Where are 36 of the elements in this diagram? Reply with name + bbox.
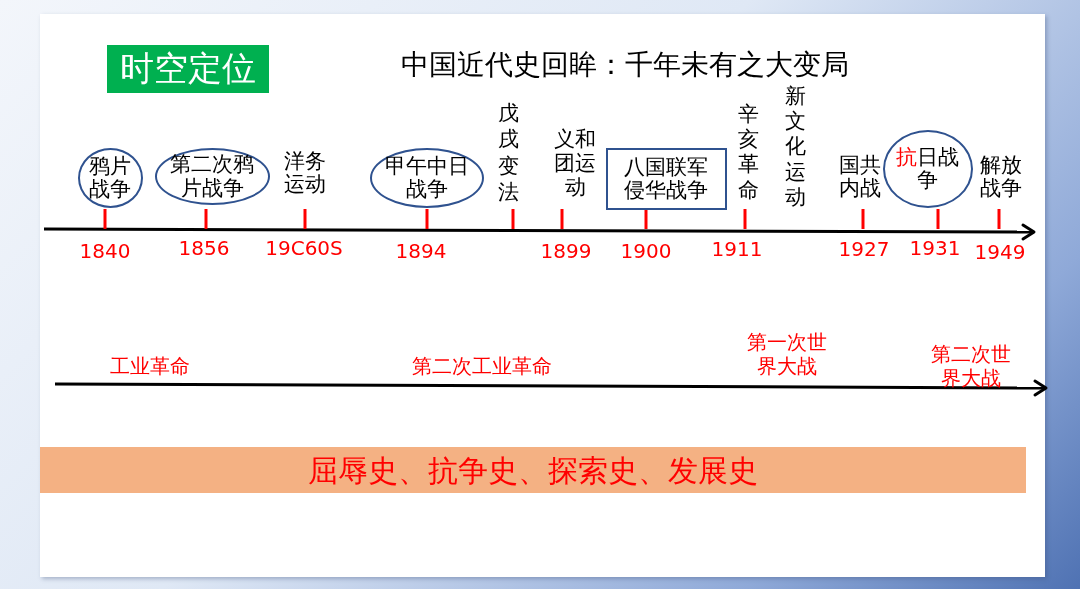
- event-label: 新文化运动: [784, 84, 808, 210]
- event-label: 抗日战争: [895, 145, 961, 193]
- event-label: 戊戌变法: [497, 100, 521, 205]
- year-label: 1899: [540, 240, 592, 262]
- event-label: 鸦片战争: [88, 154, 133, 202]
- event-label: 国共内战: [838, 154, 883, 201]
- year-label: 1840: [79, 240, 131, 262]
- year-label: 1911: [711, 238, 763, 260]
- event-ellipse: [155, 148, 270, 205]
- era-label: 第一次世界大战: [746, 330, 828, 378]
- event-ellipse: [883, 130, 973, 208]
- year-label: 1900: [620, 240, 672, 262]
- era-label: 第二次世界大战: [930, 342, 1012, 390]
- title: 中国近代史回眸：千年未有之大变局: [400, 47, 850, 83]
- event-label: 八国联军侵华战争: [623, 155, 710, 203]
- event-box: [606, 148, 727, 210]
- event-label: 甲午中日战争: [384, 154, 470, 202]
- year-label: 1894: [395, 240, 447, 262]
- event-ellipse: [370, 148, 484, 208]
- year-label: 1856: [178, 237, 230, 259]
- banner-text: 屈辱史、抗争史、探索史、发展史: [308, 453, 758, 487]
- era-label: 第二次工业革命: [411, 355, 553, 378]
- year-label: 1949: [974, 241, 1026, 263]
- year-label: 19C60S: [265, 237, 343, 259]
- event-label: 洋务运动: [283, 150, 328, 197]
- summary-banner: [40, 447, 1026, 493]
- event-label: 辛亥革命: [737, 102, 761, 203]
- year-label: 1927: [838, 238, 890, 260]
- event-label: 第二次鸦片战争: [169, 153, 256, 200]
- section-badge: [107, 45, 269, 93]
- era-label: 工业革命: [109, 355, 191, 378]
- year-label: 1931: [909, 237, 961, 259]
- event-label: 义和团运动: [553, 127, 598, 200]
- badge-text: 时空定位: [119, 50, 257, 88]
- event-label: 解放战争: [979, 154, 1024, 201]
- event-ellipse: [78, 148, 143, 208]
